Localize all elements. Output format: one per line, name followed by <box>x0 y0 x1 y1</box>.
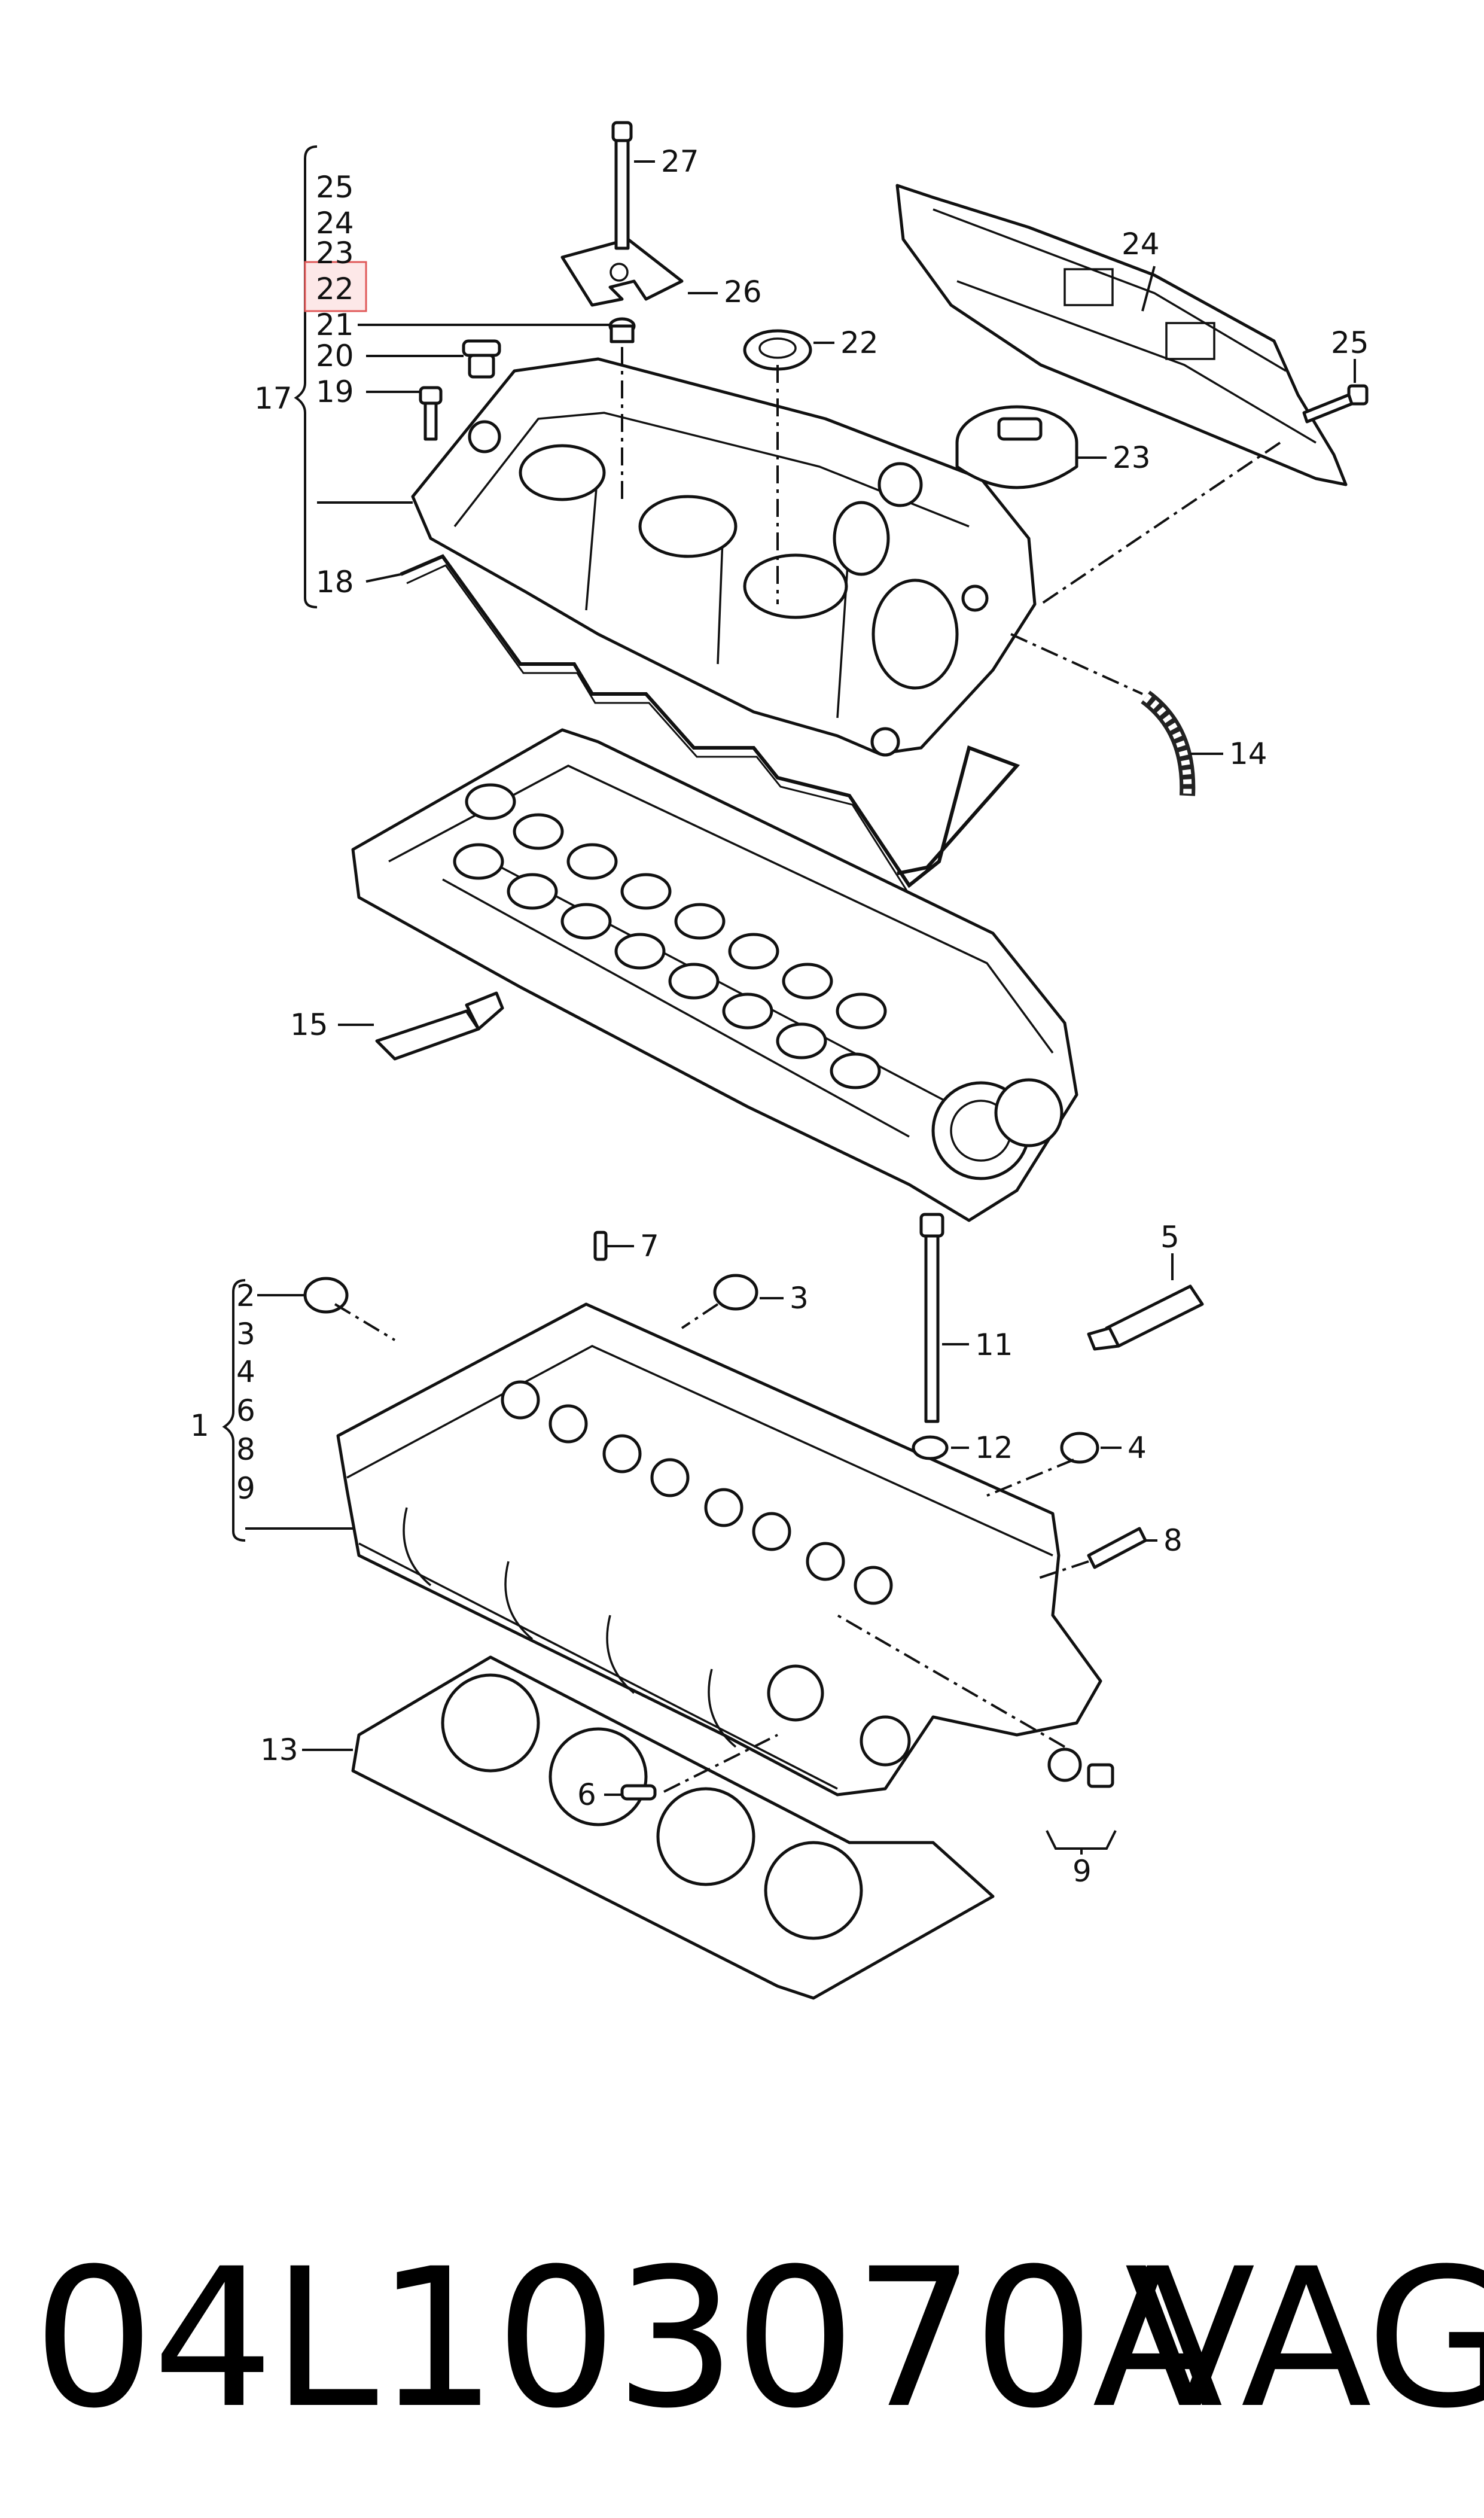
washer-12 <box>912 1435 949 1460</box>
callout-23: 23 <box>1113 440 1151 475</box>
oil-filler-cap-23 <box>955 405 1078 489</box>
group17-list-0: 25 <box>316 170 354 205</box>
sealant-tube-15 <box>375 991 504 1061</box>
breather-hose-14 <box>1141 690 1196 796</box>
leader-lines <box>222 145 1356 1855</box>
seal-22 <box>743 329 812 371</box>
intake-ports <box>403 1507 737 1748</box>
callout-25: 25 <box>1331 325 1369 360</box>
callout-24: 24 <box>1122 227 1160 261</box>
cover-plate-24 <box>895 184 1348 486</box>
group17-list-2: 23 <box>316 236 354 270</box>
bolt-27 <box>611 121 633 250</box>
stud-8 <box>1087 1527 1147 1569</box>
callout-20: 20 <box>316 339 354 373</box>
callout-17: 17 <box>254 381 292 416</box>
sealant-tube-5 <box>1087 1284 1204 1351</box>
cylinder-head <box>336 1302 1102 1797</box>
brand-name: VAG <box>1125 2228 1484 2450</box>
group1-list-1: 3 <box>236 1317 255 1351</box>
group1-list-0: 2 <box>236 1278 255 1313</box>
bracket-26 <box>560 238 684 307</box>
callout-3: 3 <box>790 1281 809 1316</box>
bolt-19 <box>419 386 443 441</box>
camshaft-lobes <box>453 783 887 1089</box>
callout-7: 7 <box>640 1229 659 1263</box>
callout-12: 12 <box>975 1430 1013 1465</box>
callout-13: 13 <box>260 1733 298 1767</box>
seal-21 <box>608 317 636 343</box>
group1-list-4: 8 <box>236 1432 255 1467</box>
group1-list-3: 6 <box>236 1393 255 1428</box>
callout-19: 19 <box>316 374 354 409</box>
callout-8: 8 <box>1163 1523 1183 1558</box>
callout-14: 14 <box>1229 736 1267 771</box>
part-number: 04L103070A <box>33 2228 1223 2450</box>
assembly-center-lines <box>334 347 1281 1793</box>
callout-11: 11 <box>975 1327 1013 1362</box>
valve-cover-gasket <box>400 554 1020 895</box>
callouts: 25 24 23 22 21 20 19 17 18 27 26 22 24 2… <box>190 144 1369 1889</box>
group17-list-1: 24 <box>316 206 354 240</box>
callout-15: 15 <box>290 1007 328 1042</box>
valve-cover <box>411 357 1037 757</box>
callout-26: 26 <box>724 275 762 309</box>
highlight-box-22 <box>304 261 367 312</box>
camshaft-housing <box>351 728 1078 1222</box>
callout-27: 27 <box>661 144 699 179</box>
callout-18: 18 <box>316 565 354 599</box>
callout-22: 22 <box>840 325 879 360</box>
group1-list-2: 4 <box>236 1354 255 1389</box>
callout-5: 5 <box>1160 1220 1180 1255</box>
valve-seats <box>501 1380 893 1605</box>
plug-20 <box>462 339 501 379</box>
footer: 04L103070A VAG <box>0 2225 1484 2453</box>
dowel-6 <box>620 1784 657 1801</box>
plug-seal-9 <box>1047 1747 1114 1788</box>
plug-3 <box>713 1274 758 1311</box>
exploded-parts-diagram: 25 24 23 22 21 20 19 17 18 27 26 22 24 2… <box>190 121 1369 2000</box>
callout-1: 1 <box>190 1408 209 1443</box>
head-gasket-13 <box>351 1655 995 2000</box>
callout-9: 9 <box>1072 1854 1092 1889</box>
group1-list-5: 9 <box>236 1471 255 1506</box>
plug-4 <box>1060 1432 1099 1464</box>
head-bolt-11 <box>919 1213 944 1423</box>
group17-list-4: 21 <box>316 307 354 342</box>
callout-4: 4 <box>1128 1430 1147 1465</box>
group17-list-3: 22 <box>316 272 354 306</box>
bolt-25 <box>1302 384 1369 424</box>
callout-6: 6 <box>577 1777 596 1812</box>
pin-7 <box>593 1231 608 1261</box>
